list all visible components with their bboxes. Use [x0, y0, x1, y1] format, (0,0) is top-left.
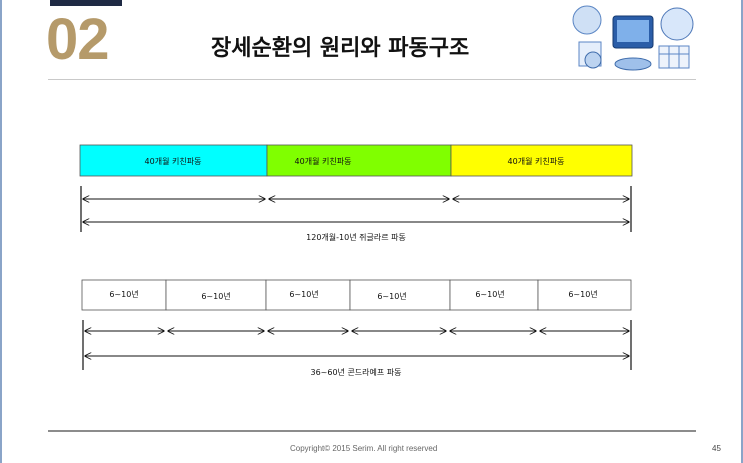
- juglar-box-1: [81, 279, 167, 311]
- page-number: 45: [712, 444, 721, 453]
- kondratieff-label: 36~60년 콘드라예프 파동: [310, 367, 401, 377]
- juglar-box-4: [349, 279, 451, 311]
- kitchin-box-3: [450, 144, 633, 177]
- juglar-box-5: [449, 279, 539, 311]
- footer-divider: [48, 430, 696, 432]
- juglar-box-6: [537, 279, 632, 311]
- copyright-text: Copyright© 2015 Serim. All right reserve…: [290, 444, 438, 453]
- section-number: 02: [46, 7, 110, 72]
- juglar-segment-label-5: 6~10년: [475, 289, 504, 299]
- juglar-segment-label-1: 6~10년: [109, 289, 138, 299]
- business-clipart-icon: [572, 5, 694, 71]
- juglar-segment-label-2: 6~10년: [201, 291, 230, 301]
- juglar-box-2: [165, 279, 267, 311]
- kitchin-label-2: 40개월 키친파동: [295, 156, 352, 166]
- header-accent-bar: [50, 0, 122, 6]
- juglar-segment-label-6: 6~10년: [568, 289, 597, 299]
- header-divider: [48, 79, 696, 80]
- juglar-segment-label-3: 6~10년: [289, 289, 318, 299]
- left-frame-border: [0, 0, 2, 463]
- right-frame-border: [741, 0, 743, 463]
- kitchin-label-3: 40개월 키친파동: [508, 156, 565, 166]
- juglar-label: 120개월-10년 쥐글라르 파동: [306, 232, 406, 242]
- kitchin-label-1: 40개월 키친파동: [145, 156, 202, 166]
- juglar-segment-label-4: 6~10년: [377, 291, 406, 301]
- slide-title: 장세순환의 원리와 파동구조: [211, 36, 470, 61]
